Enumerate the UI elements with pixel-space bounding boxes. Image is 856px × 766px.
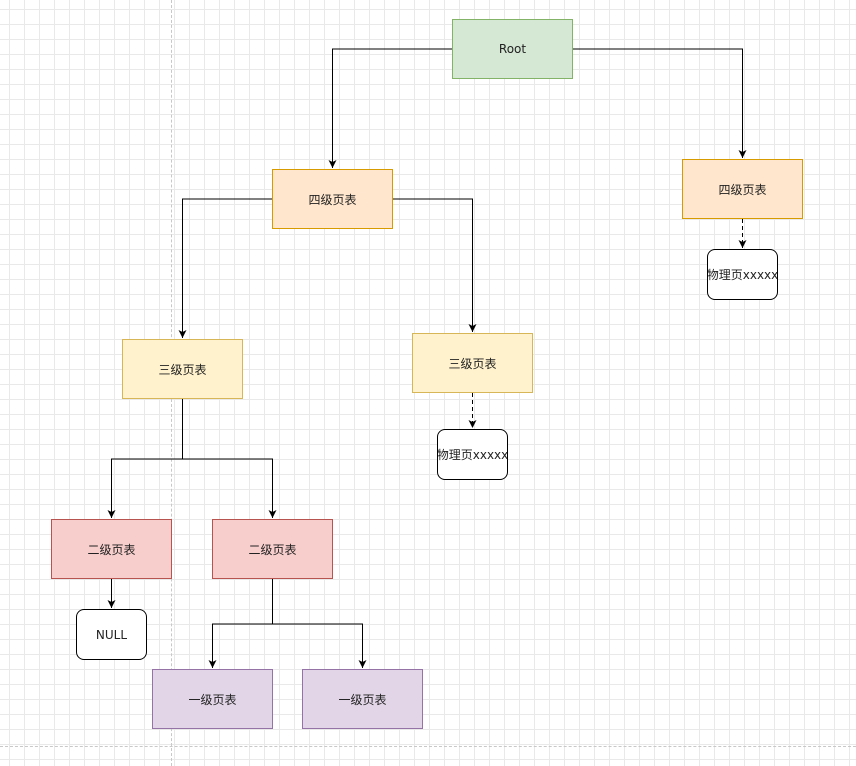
level3-page-table-left[interactable]: 三级页表 — [122, 339, 243, 399]
edge-l4_left-to-l3_mid[interactable] — [393, 198, 477, 332]
level2-page-table-left[interactable]: 二级页表 — [51, 519, 172, 579]
level4-page-table-right-label: 四级页表 — [718, 182, 767, 197]
level1-page-table-right[interactable]: 一级页表 — [302, 669, 423, 729]
level1-page-table-left[interactable]: 一级页表 — [152, 669, 273, 729]
null-node-label: NULL — [95, 627, 128, 642]
edge-root-to-l4_left[interactable] — [328, 48, 453, 168]
edge-l2_right-to-l1_right[interactable] — [272, 579, 367, 668]
physical-page-middle[interactable]: 物理页xxxxx — [437, 429, 508, 480]
edge-root-to-l4_right[interactable] — [573, 48, 747, 158]
level4-page-table-left-label: 四级页表 — [308, 192, 357, 207]
root-node-label: Root — [498, 42, 527, 56]
physical-page-right[interactable]: 物理页xxxxx — [707, 249, 778, 300]
level3-page-table-left-label: 三级页表 — [158, 362, 207, 377]
edge-l4_left-to-l3_left[interactable] — [178, 198, 273, 338]
edge-l3_left-to-l2_right[interactable] — [182, 399, 277, 518]
edge-l2_right-to-l1_left[interactable] — [208, 579, 273, 668]
level2-page-table-right[interactable]: 二级页表 — [212, 519, 333, 579]
level3-page-table-middle[interactable]: 三级页表 — [412, 333, 533, 393]
edge-l3_left-to-l2_left[interactable] — [107, 399, 183, 518]
level3-page-table-middle-label: 三级页表 — [448, 356, 497, 371]
level2-page-table-left-label: 二级页表 — [87, 542, 136, 557]
root-node[interactable]: Root — [452, 19, 573, 79]
physical-page-middle-label: 物理页xxxxx — [437, 448, 508, 462]
level4-page-table-right[interactable]: 四级页表 — [682, 159, 803, 219]
level2-page-table-right-label: 二级页表 — [248, 542, 297, 557]
level1-page-table-right-label: 一级页表 — [338, 692, 387, 707]
null-node[interactable]: NULL — [76, 609, 147, 660]
level4-page-table-left[interactable]: 四级页表 — [272, 169, 393, 229]
level1-page-table-left-label: 一级页表 — [188, 692, 237, 707]
physical-page-right-label: 物理页xxxxx — [707, 268, 778, 282]
